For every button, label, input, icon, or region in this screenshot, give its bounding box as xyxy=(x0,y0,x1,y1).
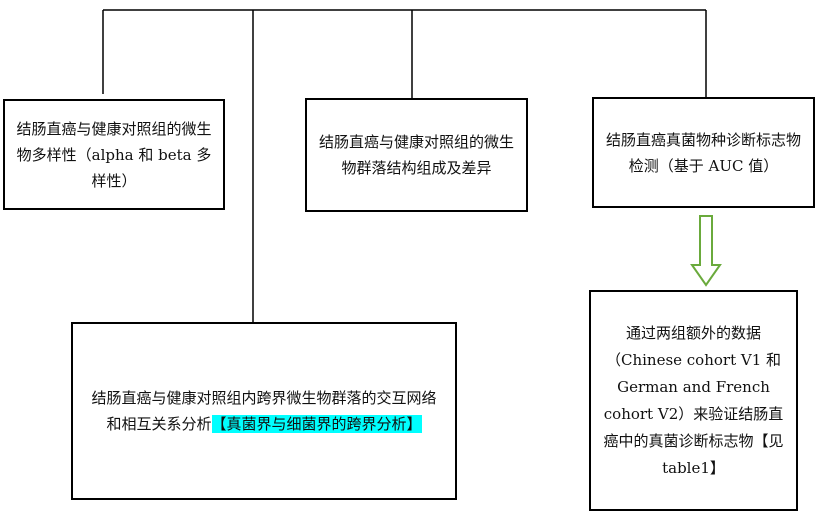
box-diversity-analysis: 结肠直癌与健康对照组的微生物多样性（alpha 和 beta 多样性） xyxy=(3,99,225,210)
box-diversity-text: 结肠直癌与健康对照组的微生物多样性（alpha 和 beta 多样性） xyxy=(16,119,212,190)
down-arrow-icon xyxy=(690,215,722,287)
network-plain-text: 结肠直癌与健康对照组内跨界微生物群落的交互网络和相互关系分析 xyxy=(91,389,437,433)
box-auc-text: 结肠直癌真菌物种诊断标志物检测（基于 AUC 值） xyxy=(606,130,802,175)
box-auc-biomarker: 结肠直癌真菌物种诊断标志物检测（基于 AUC 值） xyxy=(592,97,815,208)
box-community-structure: 结肠直癌与健康对照组的微生物群落结构组成及差异 xyxy=(305,98,528,212)
box-cohort-validation: 通过两组额外的数据（Chinese cohort V1 和 German and… xyxy=(589,290,798,511)
network-highlight-text: 【真菌界与细菌界的跨界分析】 xyxy=(211,415,422,433)
box-community-text: 结肠直癌与健康对照组的微生物群落结构组成及差异 xyxy=(318,133,514,177)
box-validation-text: 通过两组额外的数据（Chinese cohort V1 和 German and… xyxy=(603,323,784,477)
box-cross-kingdom-network: 结肠直癌与健康对照组内跨界微生物群落的交互网络和相互关系分析【真菌界与细菌界的跨… xyxy=(71,322,457,500)
box-network-text: 结肠直癌与健康对照组内跨界微生物群落的交互网络和相互关系分析【真菌界与细菌界的跨… xyxy=(91,385,437,437)
